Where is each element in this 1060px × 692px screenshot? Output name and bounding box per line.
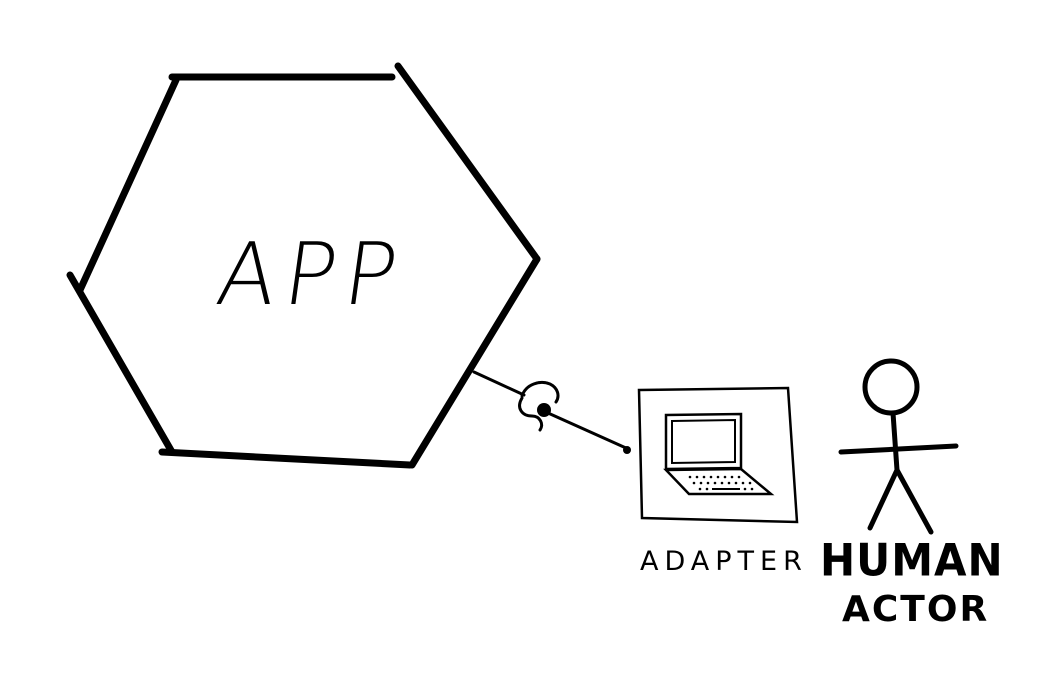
adapter-box <box>637 386 799 524</box>
laptop-icon <box>663 412 775 496</box>
socket-icon <box>520 381 560 404</box>
stick-figure-icon <box>838 358 959 535</box>
port-connector <box>472 370 631 454</box>
adapter-label: ADAPTER <box>640 546 808 577</box>
app-hexagon <box>66 62 541 469</box>
app-label: APP <box>210 225 412 325</box>
actor-label-line1: HUMAN <box>820 534 1004 587</box>
actor-label-line2: ACTOR <box>842 589 990 630</box>
